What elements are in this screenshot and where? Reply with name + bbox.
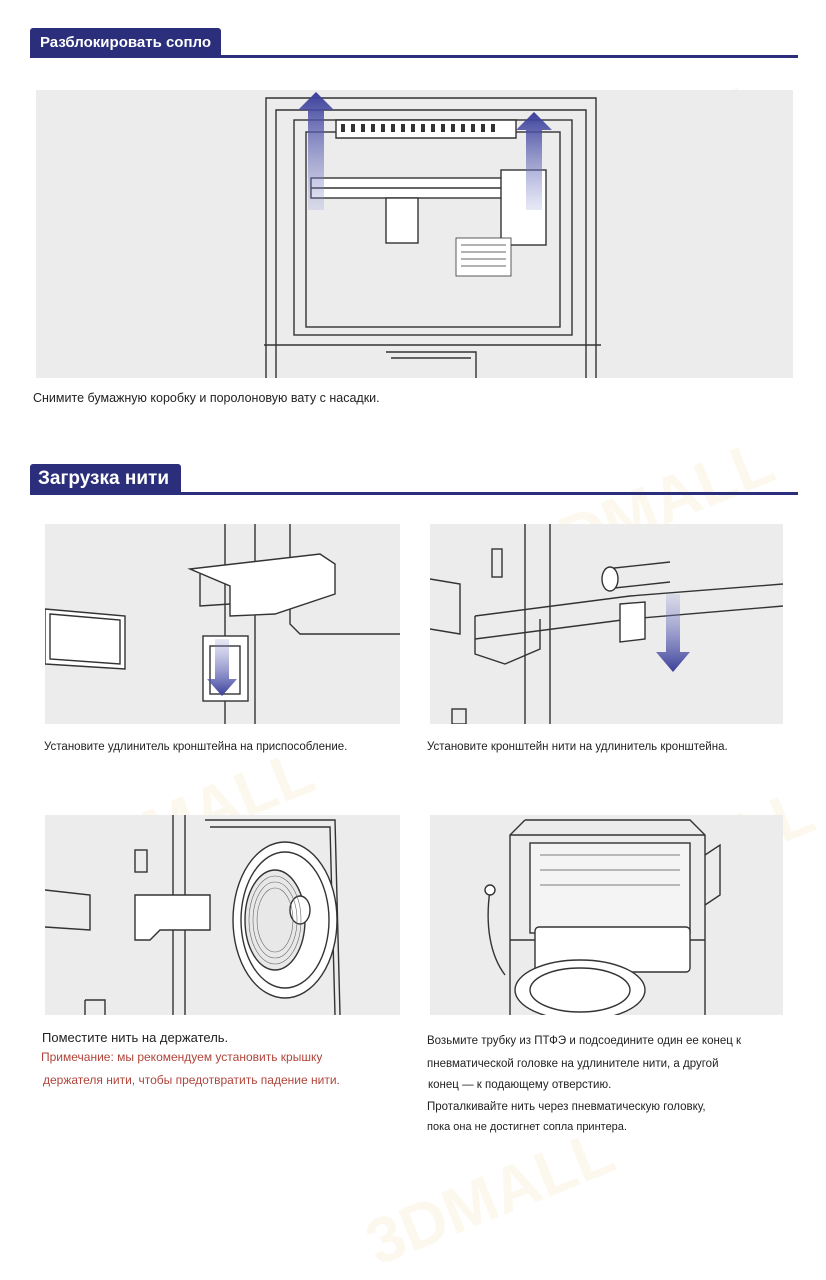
step3-note-line2: держателя нити, чтобы предотвратить паде… bbox=[43, 1073, 340, 1087]
printer-top-view-illustration bbox=[36, 90, 793, 378]
section-divider bbox=[30, 55, 798, 58]
step4-caption-line1: Возьмите трубку из ПТФЭ и подсоедините о… bbox=[427, 1035, 742, 1047]
step4-caption-line3: конец — к подающему отверстию. bbox=[428, 1079, 612, 1091]
section-title: Загрузка нити bbox=[30, 464, 181, 494]
step3-spool-holder-illustration bbox=[45, 815, 400, 1015]
step2-caption: Установите кронштейн нити на удлинитель … bbox=[427, 741, 728, 753]
step4-caption-line4: Проталкивайте нить через пневматическую … bbox=[427, 1101, 706, 1113]
step4-caption-line5: пока она не достигнет сопла принтера. bbox=[427, 1121, 627, 1133]
section1-caption: Снимите бумажную коробку и поролоновую в… bbox=[33, 391, 380, 405]
section-header-filament-loading: Загрузка нити bbox=[30, 464, 798, 496]
step3-note-line1: Примечание: мы рекомендуем установить кр… bbox=[41, 1050, 323, 1064]
step3-caption: Поместите нить на держатель. bbox=[42, 1030, 229, 1045]
section-title: Разблокировать сопло bbox=[30, 28, 222, 56]
watermark: 3DMALL bbox=[355, 1115, 624, 1279]
section-divider bbox=[30, 492, 798, 495]
section-header-unlock-nozzle: Разблокировать сопло bbox=[30, 28, 798, 60]
step1-bracket-extender-illustration bbox=[45, 524, 400, 724]
step1-caption: Установите удлинитель кронштейна на прис… bbox=[44, 741, 348, 753]
step4-caption-line2: пневматической головке на удлинителе нит… bbox=[427, 1058, 719, 1070]
step2-filament-bracket-illustration bbox=[430, 524, 783, 724]
step4-ptfe-tube-illustration bbox=[430, 815, 783, 1015]
